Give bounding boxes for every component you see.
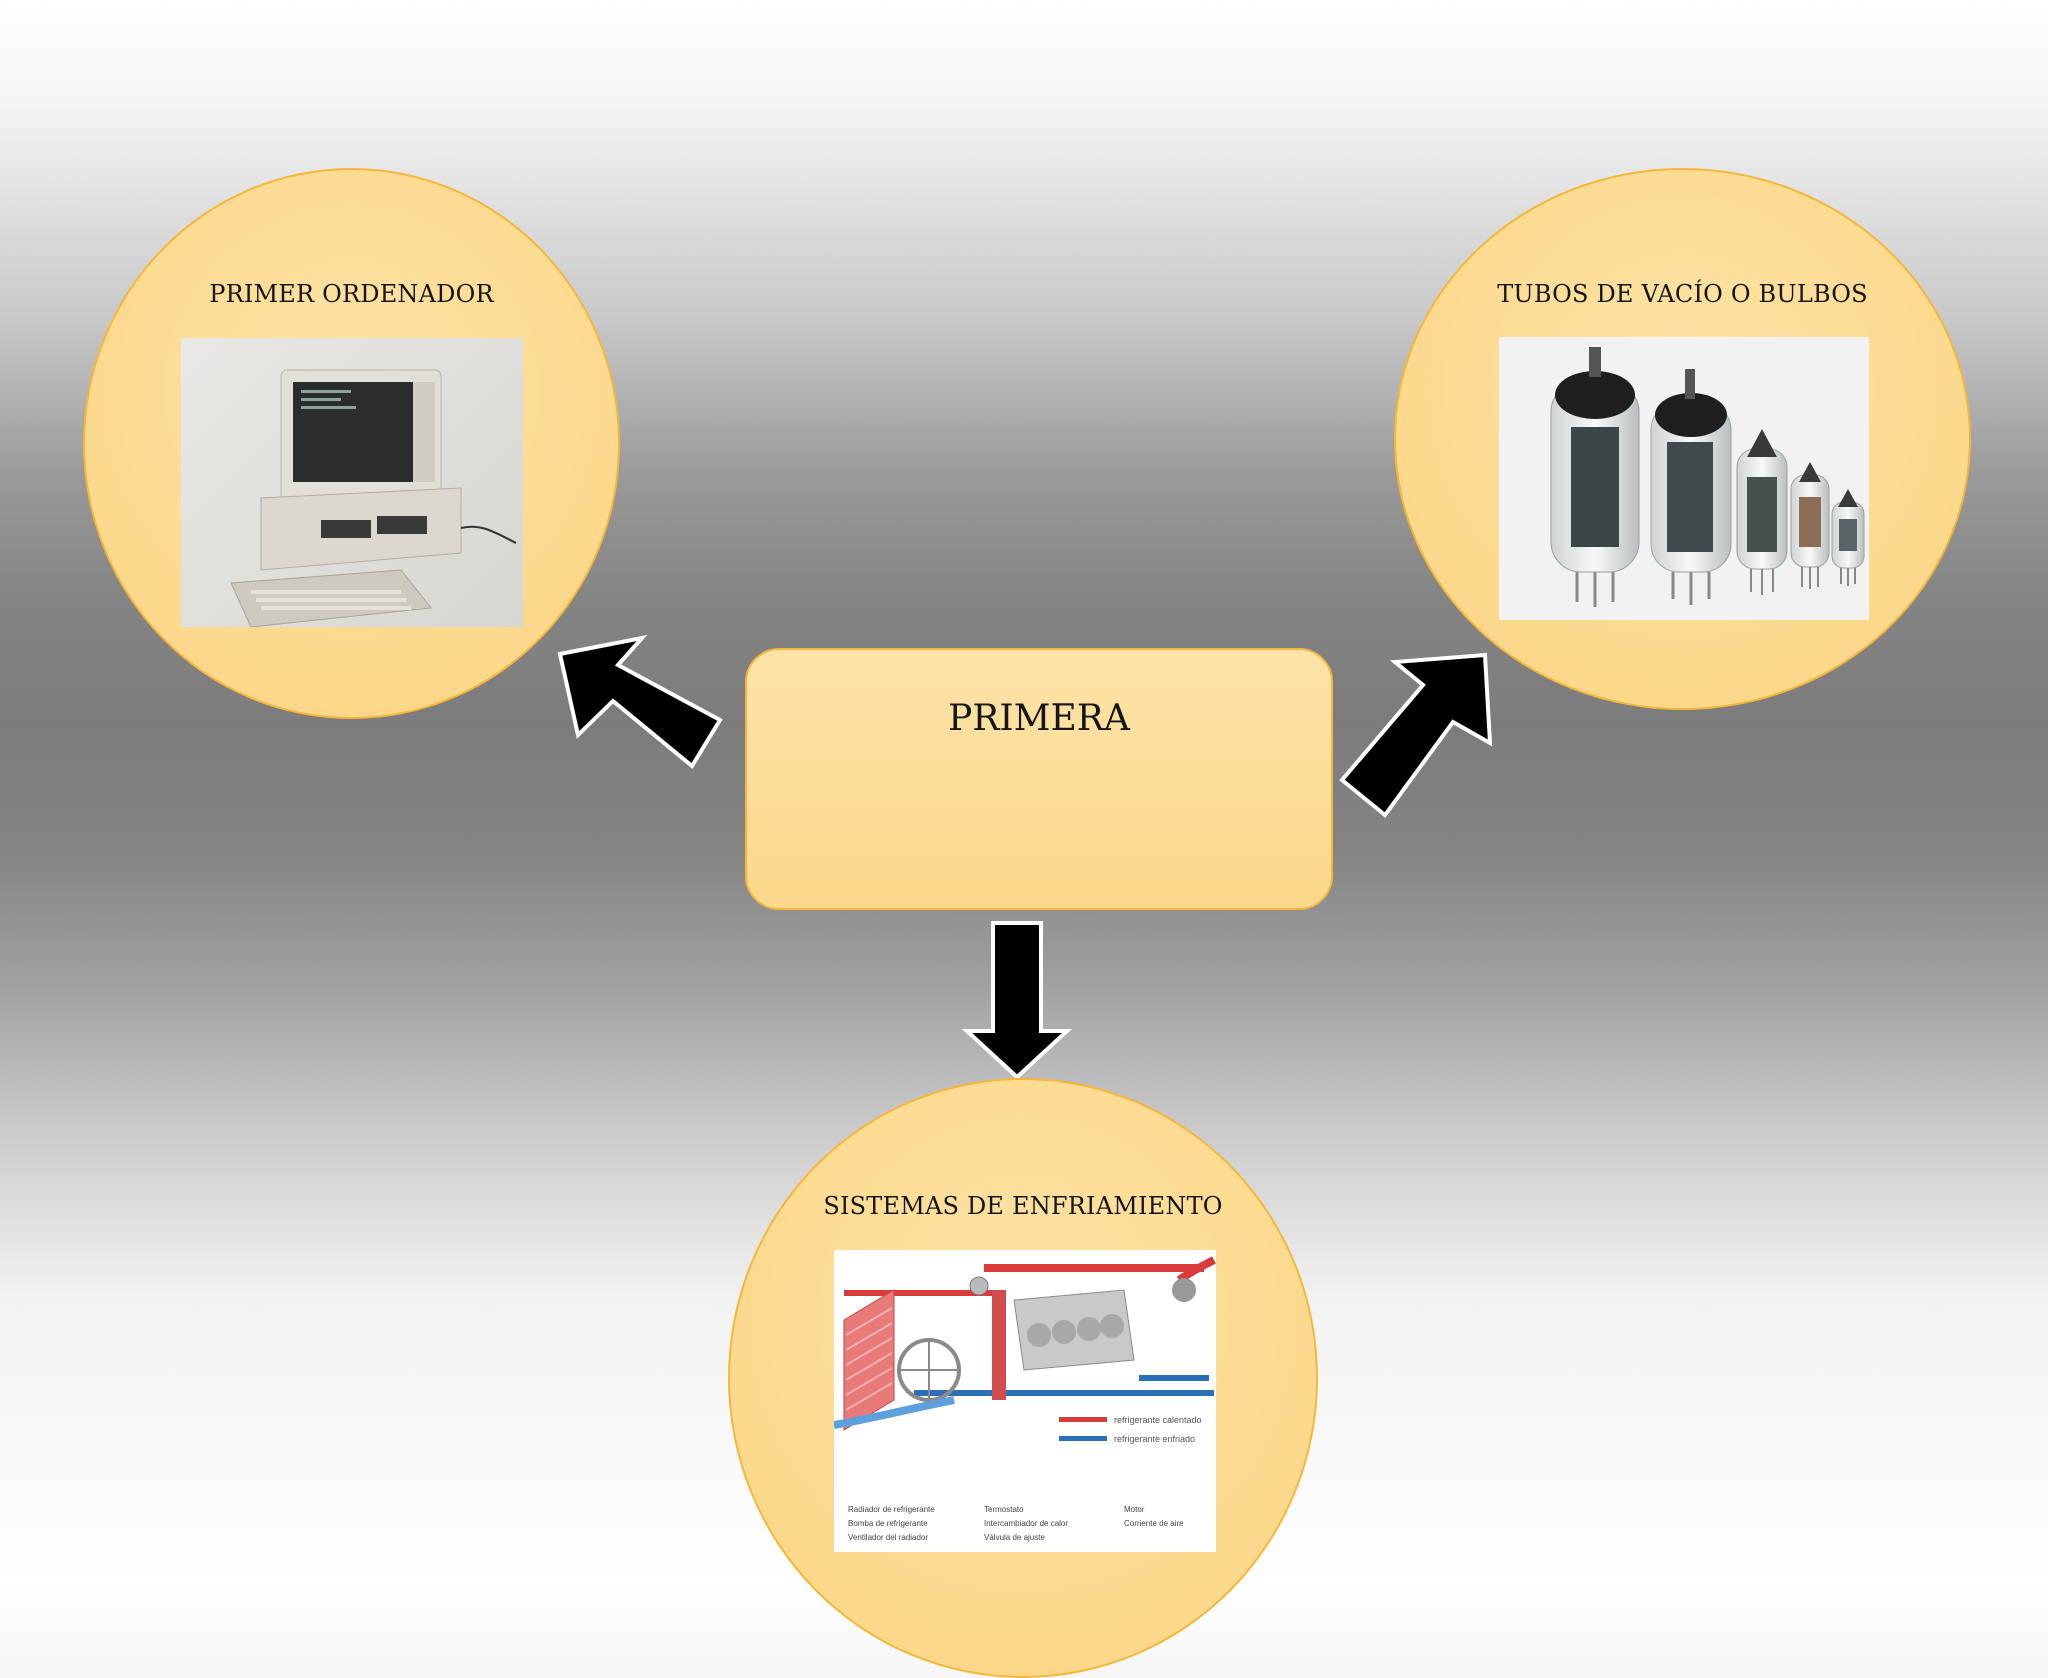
arrow-to-cooling — [961, 921, 1073, 1080]
callout-4: Termostato — [984, 1505, 1024, 1514]
callout-6: Válvula de ajuste — [984, 1533, 1045, 1542]
callout-5: Intercambiador de calor — [984, 1519, 1068, 1528]
callout-1: Radiador de refrigerante — [848, 1505, 935, 1514]
callout-3: Ventilador del radiador — [848, 1533, 928, 1542]
legend-hot-label: refrigerante calentado — [1114, 1415, 1202, 1425]
connector-arrows — [557, 634, 1493, 1080]
node-tubes-title: TUBOS DE VACÍO O BULBOS — [1497, 280, 1868, 308]
callout-8: Corriente de aire — [1124, 1519, 1184, 1528]
node-computer-title: PRIMER ORDENADOR — [209, 280, 494, 308]
node-cooling: SISTEMAS DE ENFRIAMIENTO — [728, 1078, 1318, 1678]
node-tubes: TUBOS DE VACÍO O BULBOS — [1394, 168, 1971, 710]
computer-image — [181, 338, 523, 627]
legend-cold-label: refrigerante enfriado — [1114, 1434, 1195, 1444]
callout-7: Motor — [1124, 1505, 1145, 1514]
callout-2: Bomba de refrigerante — [848, 1519, 928, 1528]
cooling-system-image: refrigerante calentado refrigerante enfr… — [834, 1250, 1216, 1552]
vacuum-tubes-image — [1499, 337, 1869, 620]
node-cooling-title: SISTEMAS DE ENFRIAMIENTO — [823, 1192, 1223, 1220]
arrow-to-computer — [557, 634, 723, 770]
center-box-primera: PRIMERA — [745, 648, 1333, 910]
arrow-to-tubes — [1339, 652, 1493, 818]
center-title: PRIMERA — [948, 698, 1130, 739]
node-computer: PRIMER ORDENADOR — [83, 168, 620, 719]
